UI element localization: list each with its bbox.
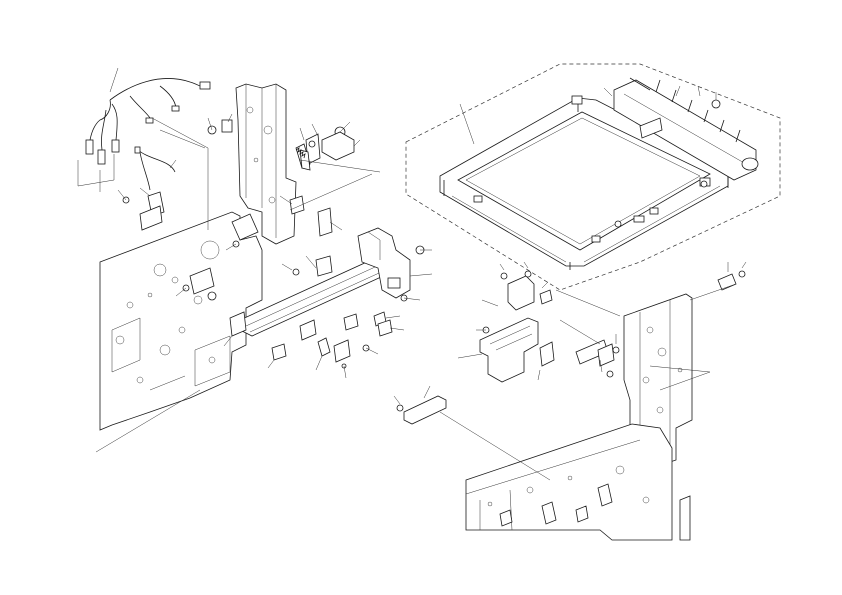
right-frame-assembly — [465, 293, 693, 541]
left-upper-bracket — [357, 227, 411, 299]
left-drive-bracket — [109, 67, 433, 379]
transfer-belt-unit — [405, 63, 781, 291]
right-bracket-cluster — [393, 261, 747, 481]
transfer-belt-surface — [457, 111, 711, 251]
right-frame-holes — [487, 326, 683, 507]
harness-connector — [199, 81, 211, 90]
cleaning-blade-assembly — [613, 77, 759, 181]
right-lone-bracket — [403, 395, 447, 425]
right-lower-frame — [465, 423, 673, 541]
left-small-parts — [122, 119, 425, 369]
left-spring — [295, 147, 306, 159]
right-center-bracket — [479, 317, 539, 383]
right-leader-lines — [393, 261, 747, 481]
right-upper-frame — [623, 293, 693, 469]
left-frame-holes — [115, 106, 276, 384]
left-leader-lines — [109, 67, 433, 379]
left-upper-frame — [235, 83, 297, 245]
left-frame-assembly — [95, 83, 297, 453]
left-wire-harness — [77, 78, 211, 230]
transfer-unit-boundary — [405, 63, 781, 291]
